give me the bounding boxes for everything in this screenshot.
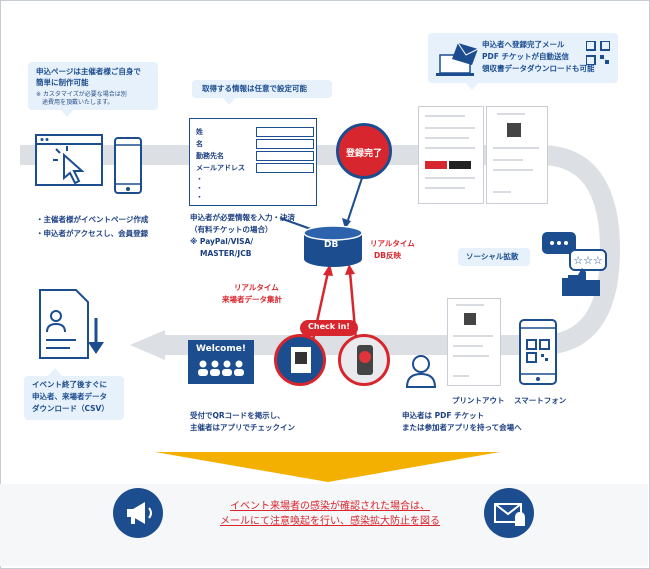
applicant-input-line4: MASTER/JCB [200,249,252,258]
check-in-badge: Check in! [300,320,358,336]
form-label-etc: ・ [196,175,203,183]
qr-scan-photo [274,334,326,386]
callout-event-end-line2: 申込者、来場者データ [32,392,107,401]
csv-download-icon [39,289,104,359]
mail-alert-icon [494,503,525,526]
registration-complete-badge: 登録完了 [336,123,392,179]
app-checkin-photo [338,334,390,386]
form-field-email [256,163,314,173]
callout-email-line1: 申込者へ登録完了メール [482,40,565,49]
callout-easy-create-line1: 申込ページは主催者様ご自身で [36,67,141,76]
form-label-company: 勤務先名 [196,152,224,160]
callout-easy-create: 申込ページは主催者様ご自身で 簡単に制作可能 ※ カスタマイズが必要な場合は別 … [28,62,158,110]
pdf-ticket-doc [486,106,548,204]
bottom-band [0,484,648,566]
check-in-label: Check in! [308,322,350,331]
qr-code-icon [586,41,610,65]
printout-ticket-doc [447,298,501,386]
form-field-sei [256,127,314,137]
welcome-label: Welcome! [196,344,246,354]
applicant-input-line2: （有料チケットの場合） [190,225,273,234]
applicant-input-line1: 申込者が必要情報を入力・決済 [190,213,295,222]
realtime-db-line1: リアルタイム [370,239,415,248]
realtime-db-line2: DB反映 [374,251,401,260]
database-icon [303,225,363,267]
email-preview-doc [418,106,484,204]
megaphone-icon [127,502,152,524]
organizer-step1: ・主催者様がイベントページ作成 [36,215,149,224]
callout-event-end-line1: イベント終了後すぐに [32,380,107,389]
audience-icon [198,360,244,376]
callout-easy-create-note1: ※ カスタマイズが必要な場合は別 [36,91,127,98]
smartphone-label: スマートフォン [514,396,567,405]
printout-label: プリントアウト [452,396,505,405]
bottom-message-line2: メールにて注意喚起を行い、感染拡大防止を図る [220,516,440,527]
callout-pointer [60,109,74,117]
database-label: DB [324,240,339,250]
callout-pointer [48,368,62,376]
svg-text:☆☆☆: ☆☆☆ [573,254,603,267]
web-page-click-icon [35,134,103,186]
callout-email-line3: 領収書データダウンロードも可能 [482,64,595,73]
callout-social: ソーシャル拡散 [458,248,530,266]
organizer-step2: ・申込者がアクセスし、会員登録 [36,229,149,238]
welcome-sign: Welcome! [188,340,254,384]
reception-line1: 受付でQRコードを掲示し、 [190,411,285,420]
form-label-etc: ・ [196,184,203,192]
smartphone-qr-icon [519,319,557,385]
megaphone-badge [113,488,163,538]
form-label-email: メールアドレス [196,164,245,172]
callout-easy-create-note2: 途費用を頂戴いたします。 [42,99,114,106]
callout-event-end: イベント終了後すぐに 申込者、来場者データ ダウンロード（CSV） [24,376,124,420]
laptop-mail-icon [436,42,479,76]
form-field-company [256,151,314,161]
form-field-mei [256,139,314,149]
callout-settings: 取得する情報は任意で設定可能 [192,80,332,98]
applicant-input-line3: ※ PayPal/VISA/ [190,237,254,246]
callout-email-line2: PDF チケットが自動送信 [482,52,569,61]
form-label-mei: 名 [196,140,203,148]
bottom-message-line1: イベント来場者の感染が確認された場合は、 [230,501,430,512]
callout-settings-text: 取得する情報は任意で設定可能 [202,84,307,93]
registration-form: 姓 名 勤務先名 メールアドレス ・ ・ ・ [189,118,317,206]
social-share-icon: ☆☆☆ [542,232,607,296]
mail-alert-badge [484,488,534,538]
callout-email: 申込者へ登録完了メール PDF チケットが自動送信 領収書データダウンロードも可… [428,33,618,83]
callout-social-text: ソーシャル拡散 [466,252,519,261]
venue-line2: または参加者アプリを持って会場へ [402,423,522,432]
venue-line1: 申込者は PDF チケット [402,411,485,420]
callout-pointer [465,82,479,90]
callout-easy-create-line2: 簡単に制作可能 [36,78,89,87]
reception-line2: 主催者はアプリでチェックイン [190,423,295,432]
smartphone-icon [114,137,142,194]
realtime-count-line1: リアルタイム [234,283,279,292]
callout-pointer [222,97,236,105]
registration-complete-label: 登録完了 [345,149,382,159]
realtime-count-line2: 来場者データ集計 [222,295,282,304]
person-icon [405,355,437,388]
form-label-etc: ・ [196,193,203,201]
callout-event-end-line3: ダウンロード（CSV） [32,404,109,413]
form-label-sei: 姓 [196,128,203,136]
